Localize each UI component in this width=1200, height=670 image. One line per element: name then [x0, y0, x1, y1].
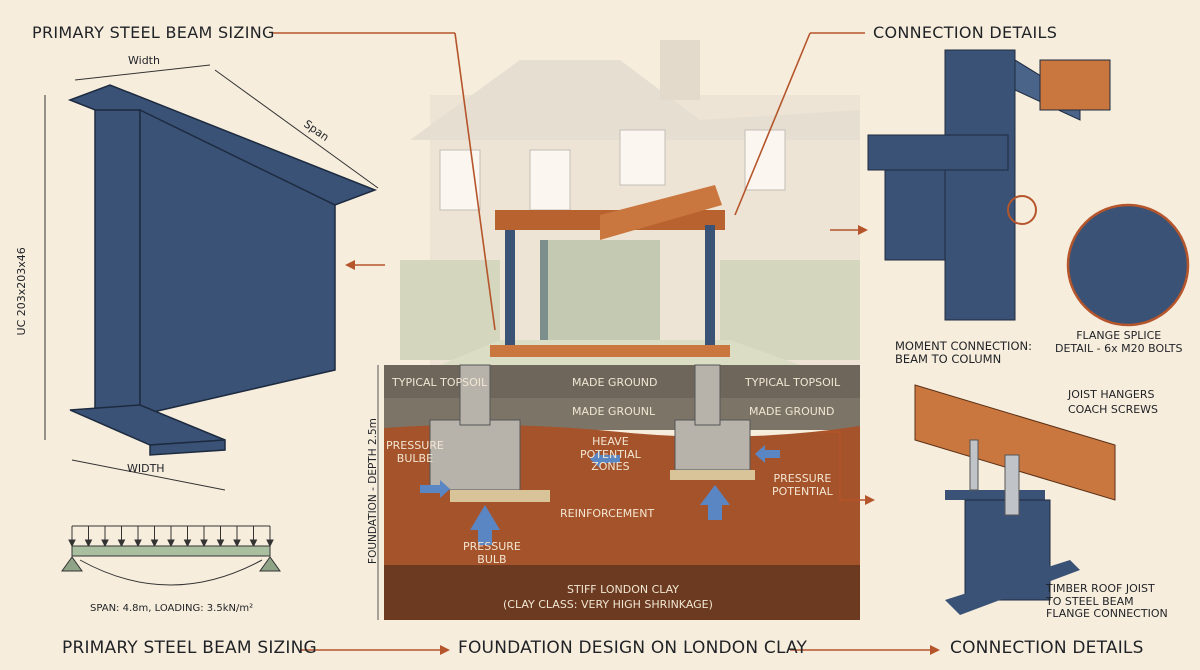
pressure-bulbe-label: PRESSURE BULBE: [386, 439, 444, 465]
made-ground-right-label: MADE GROUND: [749, 405, 835, 418]
topsoil-right-label: TYPICAL TOPSOIL: [745, 376, 841, 389]
topsoil-left-label: TYPICAL TOPSOIL: [392, 376, 488, 389]
made-ground-top-label: MADE GROUND: [572, 376, 658, 389]
udl-arrows: [68, 526, 274, 548]
footer-step-connections: CONNECTION DETAILS: [950, 638, 1144, 658]
foundation-depth-label: FOUNDATION - DEPTH 2.5m: [366, 418, 379, 564]
made-ground-mid-label: MADE GROUNL: [572, 405, 656, 418]
moment-connection-label: MOMENT CONNECTION: BEAM TO COLUMN: [895, 339, 1032, 367]
moment-connection: [867, 49, 1111, 321]
soil-section: [384, 364, 860, 620]
joist-hangers-label: JOIST HANGERS: [1068, 388, 1155, 401]
extension-frame: [490, 185, 730, 357]
load-arrowhead: [200, 539, 208, 548]
beam-section-label: UC 203x203x46: [14, 247, 28, 336]
load-arrowhead: [134, 539, 142, 548]
flange-splice-label: FLANGE SPLICE DETAIL - 6x M20 BOLTS: [1055, 329, 1183, 355]
footer-step-foundation: FOUNDATION DESIGN ON LONDON CLAY: [458, 638, 808, 658]
leader-lines: [272, 32, 930, 651]
house-background: [400, 40, 860, 365]
load-arrowhead: [117, 539, 126, 548]
timber-connection-label: TIMBER ROOF JOIST TO STEEL BEAM FLANGE C…: [1046, 582, 1168, 621]
load-arrowhead: [150, 539, 159, 548]
header-beam-sizing: PRIMARY STEEL BEAM SIZING: [32, 23, 275, 42]
reinforcement-label: REINFORCEMENT: [560, 507, 655, 520]
timber-connection: [914, 384, 1116, 615]
load-arrowhead: [68, 539, 76, 548]
pressure-potential-label: PRESSURE POTENTIAL: [772, 472, 833, 498]
load-arrowhead: [183, 539, 192, 548]
footer-step-beam-sizing: PRIMARY STEEL BEAM SIZING: [62, 638, 317, 658]
load-arrowhead: [266, 539, 274, 548]
flange-splice-callout: [1066, 203, 1190, 327]
stiff-clay-label: STIFF LONDON CLAY: [567, 583, 680, 596]
load-arrowhead: [233, 539, 241, 548]
load-arrowhead: [249, 539, 258, 548]
load-arrowhead: [167, 539, 175, 548]
load-diagram: [61, 525, 281, 586]
pressure-bulb-label: PRESSURE BULB: [463, 540, 521, 566]
load-arrowhead: [216, 539, 225, 548]
clay-class-label: (CLAY CLASS: VERY HIGH SHRINKAGE): [503, 598, 713, 611]
beam-width-bottom-label: WIDTH: [127, 462, 165, 475]
beam-width-label: Width: [128, 54, 160, 67]
steel-beam-ib: [67, 84, 378, 456]
heave-zones-label: HEAVE POTENTIAL ZONES: [580, 435, 641, 474]
header-connection-details: CONNECTION DETAILS: [873, 23, 1058, 42]
load-arrowhead: [84, 539, 93, 548]
load-caption: SPAN: 4.8m, LOADING: 3.5kN/m²: [90, 603, 254, 614]
coach-screws-label: COACH SCREWS: [1068, 403, 1159, 416]
load-arrowhead: [101, 539, 109, 548]
